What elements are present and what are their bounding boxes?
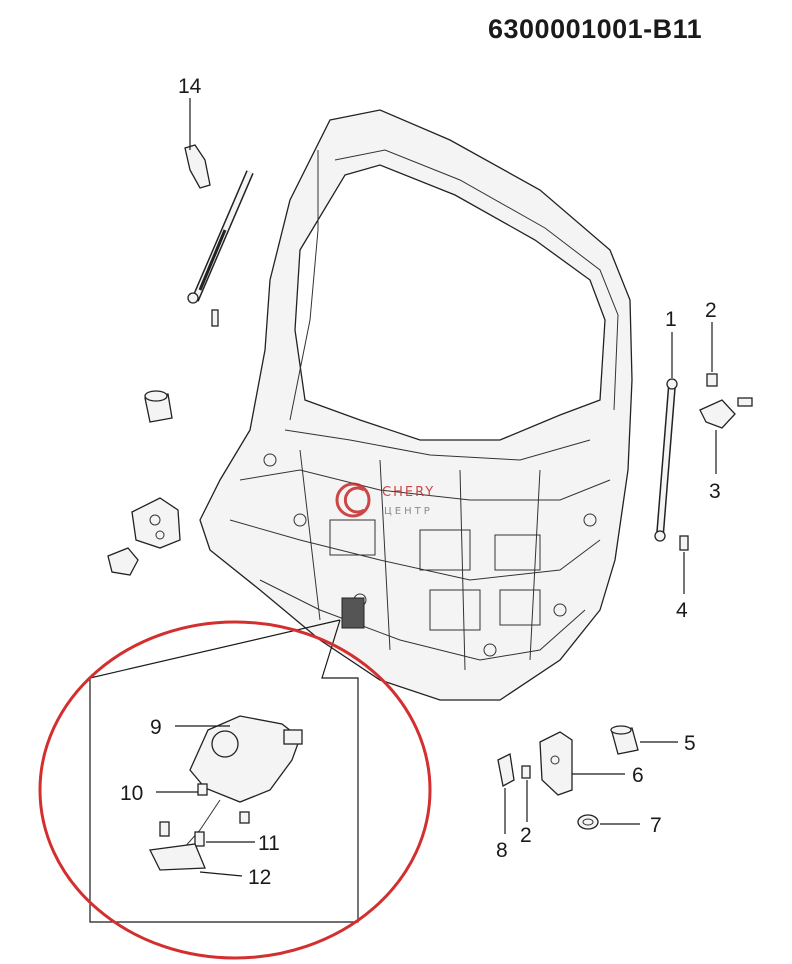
gas-strut-left	[187, 170, 254, 304]
bolt-2-lower	[521, 765, 531, 822]
gas-strut-right	[654, 332, 678, 542]
callout-2-lower: 2	[520, 824, 532, 847]
callout-7: 7	[650, 814, 662, 837]
bolt-left	[211, 309, 219, 327]
pin-4	[679, 535, 689, 594]
callout-1: 1	[665, 308, 677, 331]
latch-detail-inset	[89, 619, 359, 923]
callout-3: 3	[709, 480, 721, 503]
grommet-7	[577, 814, 640, 830]
watermark-brand: CHERY	[382, 485, 435, 500]
callout-8: 8	[496, 839, 508, 862]
highlight-ellipse	[38, 620, 432, 960]
bolt-2-right	[706, 322, 718, 387]
diagram-code: 6300001001-B11	[488, 14, 703, 44]
rubber-bumper-left	[144, 390, 173, 423]
clip-left	[107, 547, 139, 576]
hinge-left	[131, 497, 181, 549]
callout-5: 5	[684, 732, 696, 755]
striker-6	[539, 731, 625, 796]
callout-4: 4	[676, 599, 688, 622]
clip-8	[497, 753, 515, 834]
callout-labels: 14 1 2 3 4 5 6 7 8 2 9 10 11 12	[120, 75, 721, 889]
callout-6: 6	[632, 764, 644, 787]
tailgate-panel	[199, 109, 633, 701]
callout-9: 9	[150, 716, 162, 739]
watermark-sub: ЦЕНТР	[384, 506, 433, 517]
callout-10: 10	[120, 782, 143, 805]
callout-11: 11	[258, 832, 280, 855]
chery-watermark: CHERY ЦЕНТР	[335, 482, 435, 518]
bumper-5	[610, 725, 678, 755]
callout-2-upper: 2	[705, 299, 717, 322]
callout-12: 12	[248, 866, 271, 889]
bracket-3	[699, 397, 753, 474]
bracket-14	[184, 98, 211, 189]
callout-14: 14	[178, 75, 202, 98]
